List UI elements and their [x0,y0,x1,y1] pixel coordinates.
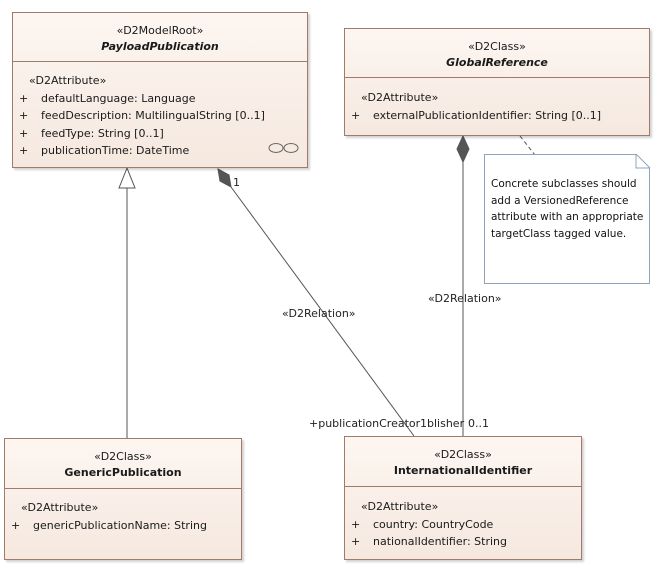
visibility-marker: + [351,535,361,548]
class-generic-publication[interactable]: «D2Class» GenericPublication «D2Attribut… [4,438,242,560]
visibility-marker: + [19,91,29,105]
visibility-marker: + [19,144,29,157]
source-multiplicity-label: 1 [233,176,240,189]
visibility-marker: + [351,108,361,122]
class-header: «D2Class» GenericPublication [5,439,241,481]
class-name: InternationalIdentifier [393,464,533,477]
attribute-stereotype: «D2Attribute» [361,91,439,104]
generalization-arrowhead [118,166,136,189]
attribute-text: genericPublicationName: String [33,518,207,532]
class-name: GlobalReference [446,56,548,69]
attribute-compartment: «D2Attribute» + country: CountryCode + nat… [345,498,581,551]
attribute-compartment: «D2Attribute» + defaultLanguage: Language… [13,72,307,160]
class-global-reference[interactable]: «D2Class» GlobalReference «D2Attribute» … [344,28,650,136]
attribute-text: nationalIdentifier: String [373,535,507,548]
attribute-text: defaultLanguage: Language [41,91,196,105]
class-stereotype: «D2Class» [434,448,492,461]
attribute-row[interactable]: + defaultLanguage: Language [13,90,307,108]
class-header: «D2Class» GlobalReference [345,29,649,71]
compartment-divider [5,488,241,489]
attribute-stereotype: «D2Attribute» [29,74,107,87]
attribute-text: externalPublicationIdentifier: String [0… [373,108,602,122]
class-stereotype: «D2Class» [468,40,526,53]
attribute-text: publicationTime: DateTime [41,144,190,157]
note-box[interactable] [484,154,650,284]
attribute-stereotype: «D2Attribute» [361,500,439,513]
attribute-row[interactable]: + publicationTime: DateTime [13,142,307,160]
attribute-text: feedDescription: MultilingualString [0..… [41,109,265,122]
class-payload-publication[interactable]: «D2ModelRoot» PayloadPublication «D2Attr… [12,12,308,168]
visibility-marker: + [11,518,21,532]
composition-line-publication-creator[interactable] [230,186,415,437]
compartment-divider [13,61,307,62]
class-stereotype: «D2ModelRoot» [116,24,204,37]
class-name: GenericPublication [64,466,182,479]
attribute-compartment: «D2Attribute» + genericPublicationName: S… [5,499,241,534]
attribute-text: feedType: String [0..1] [41,126,164,140]
visibility-marker: + [351,517,361,531]
attribute-stereotype: «D2Attribute» [21,501,99,514]
attribute-row[interactable]: + feedDescription: MultilingualString [0.… [13,107,307,125]
note-text: Concrete subclasses should add a Version… [491,178,644,240]
class-international-identifier[interactable]: «D2Class» InternationalIdentifier «D2Att… [344,436,582,560]
composition-diamond-payload [217,168,232,188]
target-multiplicity-label: 0..1 [468,417,489,430]
compartment-divider [345,486,581,487]
attribute-row[interactable]: + genericPublicationName: String [5,517,241,535]
link-rings-icon [268,143,299,153]
visibility-marker: + [19,109,29,122]
relation-stereotype-label: «D2Relation» [428,292,502,305]
relation-stereotype-label: «D2Relation» [282,307,356,320]
attribute-text: country: CountryCode [373,517,494,531]
class-stereotype: «D2Class» [94,450,152,463]
target-multiplicity-label: 1 [420,417,427,430]
class-header: «D2Class» InternationalIdentifier [345,437,581,479]
target-role-label: +publicationCreator [309,417,421,430]
attribute-row[interactable]: + nationalIdentifier: String [345,533,581,551]
composition-diamond-global [456,134,470,164]
compartment-divider [345,77,649,78]
class-header: «D2ModelRoot» PayloadPublication [13,13,307,55]
note-anchor-line [519,135,536,156]
attribute-row[interactable]: + feedType: String [0..1] [13,125,307,143]
visibility-marker: + [19,126,29,140]
attribute-row[interactable]: + country: CountryCode [345,516,581,534]
attribute-row[interactable]: + externalPublicationIdentifier: String [… [345,107,649,125]
target-role-label: blisher [427,417,465,430]
attribute-compartment: «D2Attribute» + externalPublicationIdenti… [345,89,649,124]
class-name: PayloadPublication [101,40,219,53]
